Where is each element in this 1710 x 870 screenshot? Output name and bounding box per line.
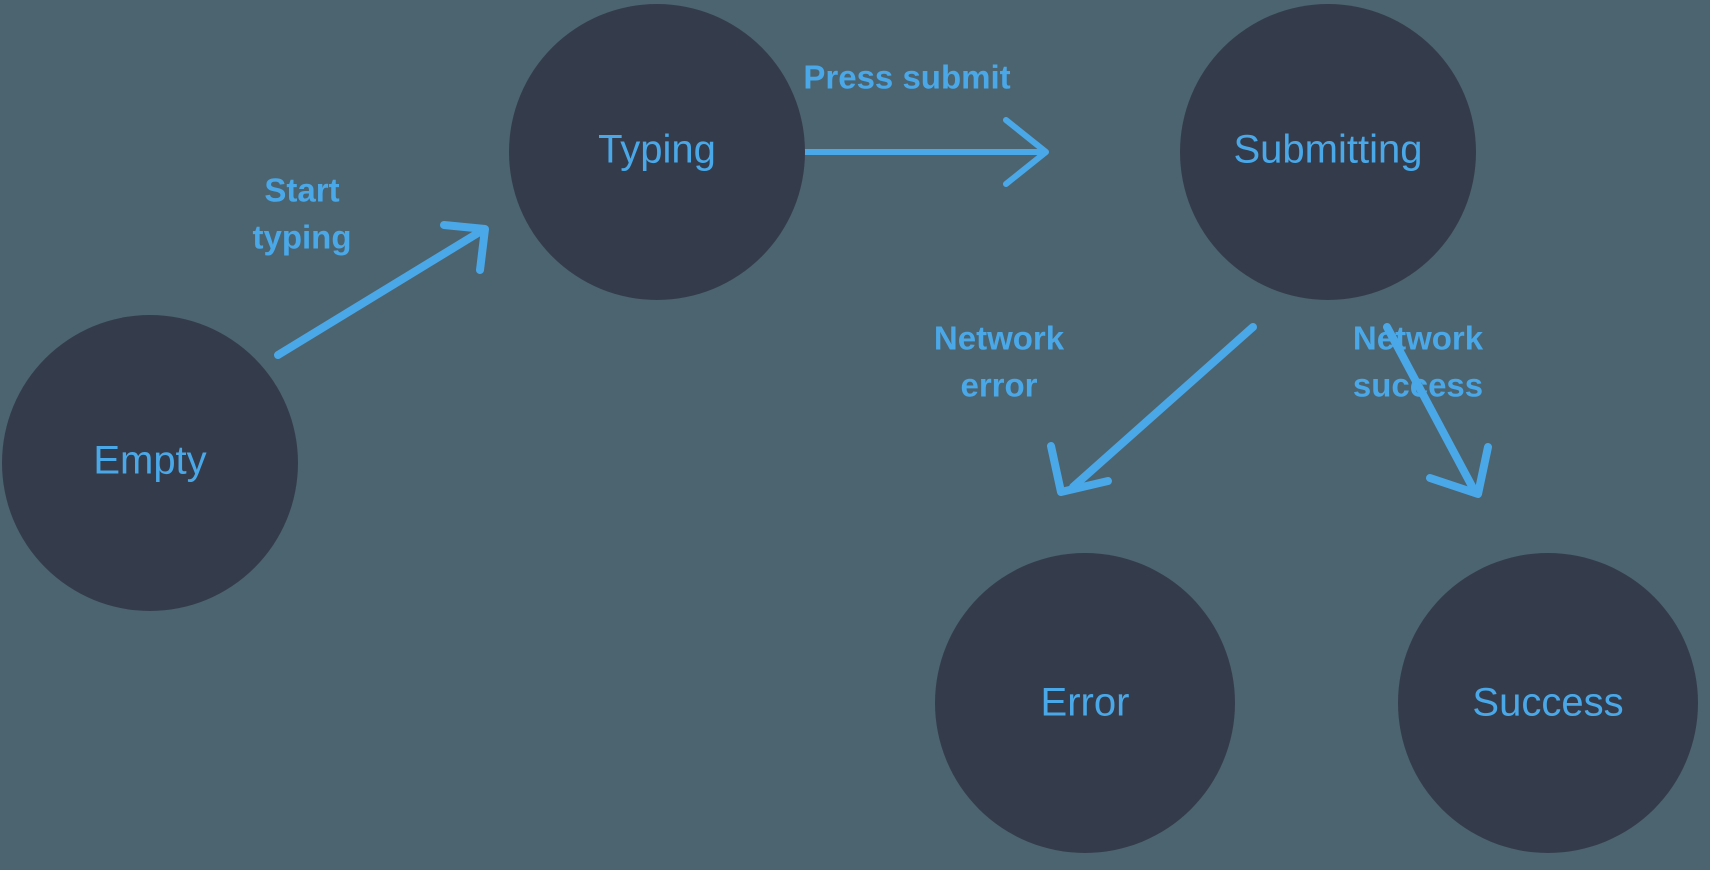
network-error-label-line-2: error — [960, 367, 1037, 404]
state-node-success[interactable]: Success — [1398, 553, 1698, 853]
state-label-submitting: Submitting — [1234, 128, 1423, 172]
state-circle-success[interactable] — [1398, 553, 1698, 853]
network-error-arrow-head — [1047, 442, 1112, 496]
transition-label-start-typing: Start typing — [253, 172, 352, 256]
transition-start-typing — [274, 221, 489, 359]
state-label-empty: Empty — [93, 439, 206, 483]
state-node-empty[interactable]: Empty — [2, 315, 298, 611]
state-node-submitting[interactable]: Submitting — [1180, 4, 1476, 300]
press-submit-arrow-head — [1003, 117, 1049, 187]
transition-press-submit — [762, 117, 1049, 187]
transition-label-network-success: Network success — [1353, 320, 1484, 404]
network-success-arrow-line — [1383, 323, 1478, 494]
start-typing-label-line-2: typing — [253, 219, 352, 256]
transition-label-network-error: Network error — [934, 320, 1065, 404]
start-typing-label-line-1: Start — [264, 172, 339, 209]
network-success-label-line-2: success — [1353, 367, 1483, 404]
transition-label-press-submit: Press submit — [803, 59, 1010, 96]
state-label-typing: Typing — [598, 128, 716, 172]
network-error-label-line-1: Network — [934, 320, 1065, 357]
state-label-success: Success — [1472, 681, 1623, 725]
state-circle-submitting[interactable] — [1180, 4, 1476, 300]
state-node-typing[interactable]: Typing — [509, 4, 805, 300]
state-circle-typing[interactable] — [509, 4, 805, 300]
network-error-arrow-line — [1069, 323, 1257, 491]
network-success-arrow-head — [1426, 443, 1492, 498]
state-label-error: Error — [1041, 681, 1130, 725]
transition-network-success — [1383, 323, 1492, 498]
start-typing-arrow-line — [274, 229, 482, 359]
start-typing-arrow-head — [440, 221, 489, 274]
network-success-label-line-1: Network — [1353, 320, 1484, 357]
state-node-error[interactable]: Error — [935, 553, 1235, 853]
transition-network-error — [1047, 323, 1257, 496]
state-circle-error[interactable] — [935, 553, 1235, 853]
press-submit-label-line-1: Press submit — [803, 59, 1010, 96]
state-circle-empty[interactable] — [2, 315, 298, 611]
